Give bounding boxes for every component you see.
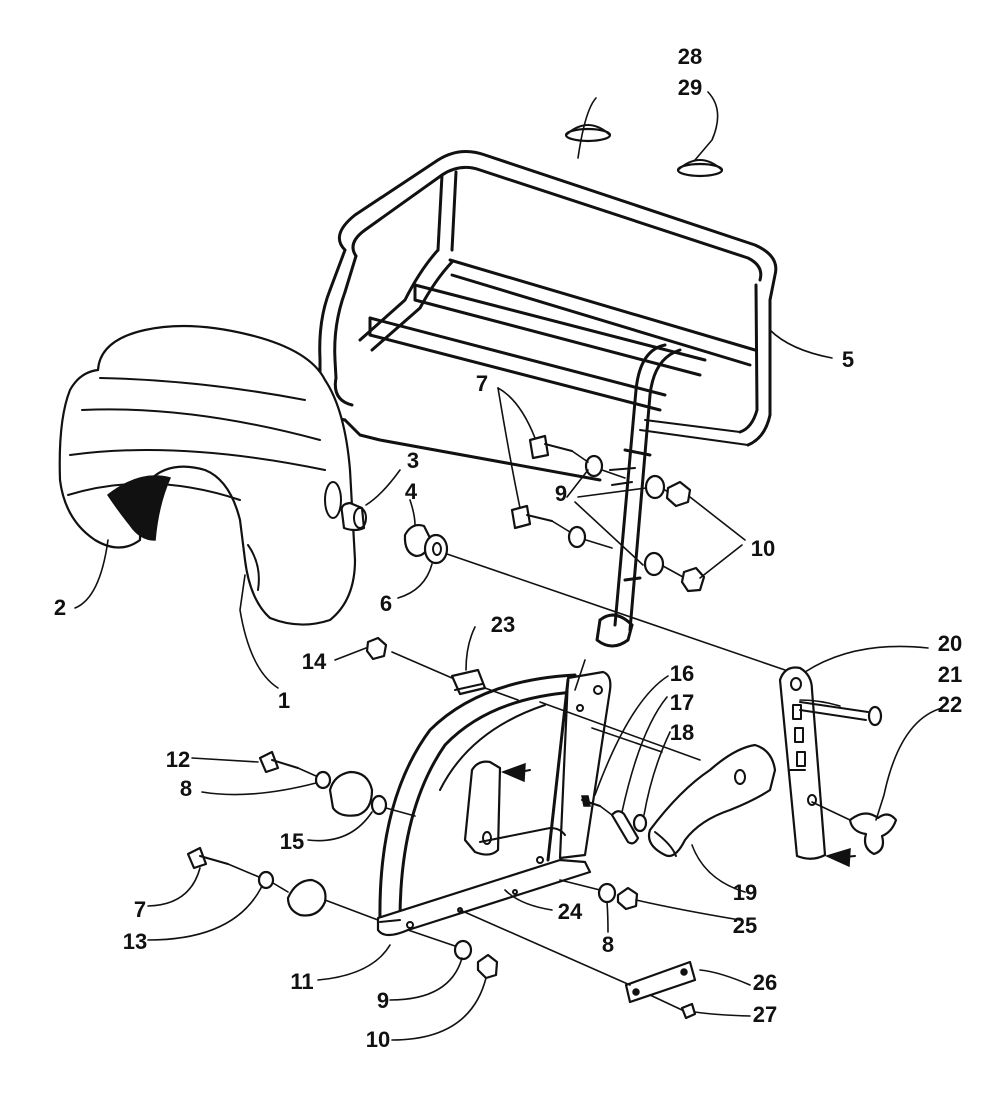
- callout-16: 16: [669, 661, 695, 686]
- callout-28: 28: [677, 44, 703, 69]
- seat-bracket-part-11-24: [376, 670, 612, 937]
- callout-14: 14: [301, 649, 327, 674]
- callout-8: 8: [179, 776, 193, 801]
- callout-17: 17: [669, 690, 695, 715]
- links-parts-16-17-18: [581, 795, 648, 845]
- end-caps-parts-28-29: [564, 124, 724, 178]
- callout-9-lower: 9: [376, 988, 390, 1013]
- callout-22: 22: [937, 692, 963, 717]
- adjuster-bar-part-20: [778, 666, 827, 860]
- callout-7: 7: [475, 371, 489, 396]
- knob-part-22: [811, 801, 898, 856]
- callout-24: 24: [557, 899, 583, 924]
- plate-part-26: [459, 909, 697, 1004]
- callout-1: 1: [277, 688, 291, 713]
- leader-lines: [74, 91, 943, 1041]
- callout-3: 3: [406, 448, 420, 473]
- clip-part-23: [391, 651, 519, 701]
- callout-15: 15: [279, 829, 305, 854]
- callout-11: 11: [290, 969, 314, 994]
- callout-12: 12: [165, 747, 191, 772]
- callout-7-lower: 7: [133, 897, 147, 922]
- callout-20: 20: [937, 631, 963, 656]
- screw-part-27: [649, 994, 697, 1020]
- bolts-washers-nuts-group-lower: [407, 879, 639, 980]
- callout-29: 29: [677, 75, 703, 100]
- callout-4: 4: [404, 479, 418, 504]
- callout-6: 6: [379, 591, 393, 616]
- callout-26: 26: [752, 970, 778, 995]
- guide-pad-part-19: [647, 743, 777, 858]
- callout-18: 18: [669, 720, 695, 745]
- spacers-parts-3-4-6: [340, 501, 786, 671]
- callout-10-lower: 10: [365, 1027, 391, 1052]
- callout-8-lower: 8: [601, 932, 615, 957]
- rack-frame-part-5: [318, 149, 778, 648]
- direction-arrow: [500, 762, 526, 783]
- seat-back-cushion-parts-1-2: [58, 324, 357, 626]
- callout-27: 27: [752, 1002, 778, 1027]
- callout-5: 5: [841, 347, 855, 372]
- callout-2: 2: [53, 595, 67, 620]
- nut-part-14: [365, 636, 388, 661]
- callout-21: 21: [937, 662, 963, 687]
- callout-10: 10: [750, 536, 776, 561]
- callout-13: 13: [122, 929, 148, 954]
- bolts-washers-nuts-group-upper: [510, 434, 706, 593]
- callout-19: 19: [732, 880, 758, 905]
- callout-9: 9: [554, 481, 568, 506]
- callout-25: 25: [732, 913, 758, 938]
- bolts-washers-group-left: [186, 750, 416, 921]
- bolt-part-21: [799, 701, 883, 727]
- callout-23: 23: [490, 612, 516, 637]
